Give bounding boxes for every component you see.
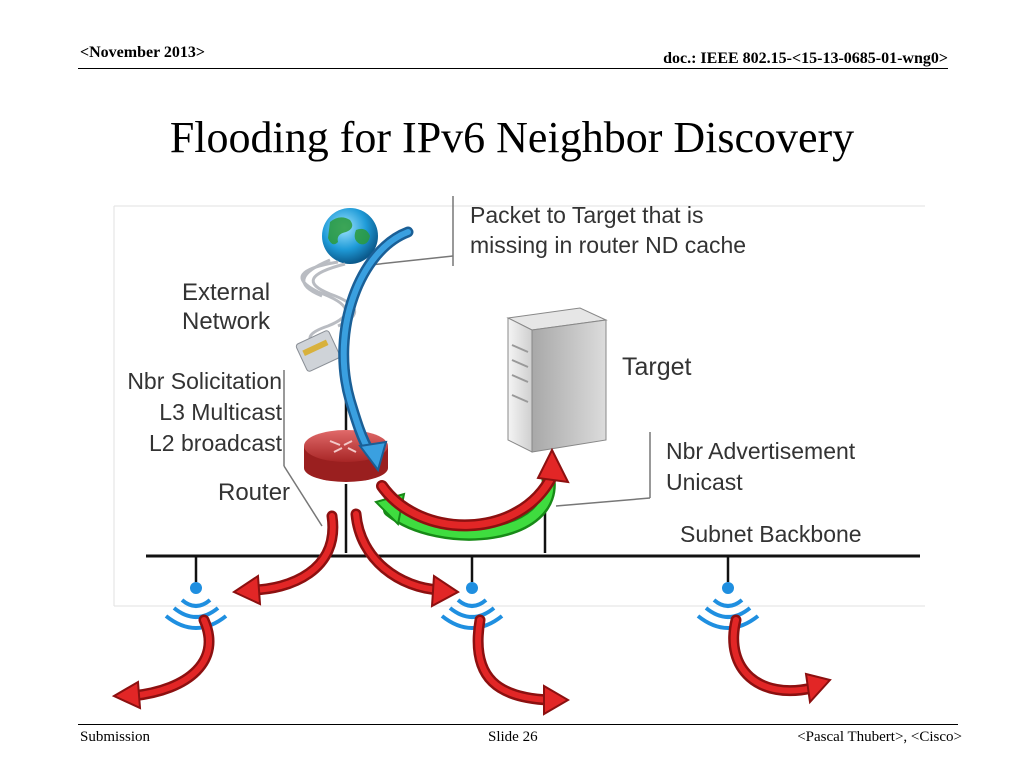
incoming-packet-arrow [338, 226, 414, 473]
nbr-sol-label-3: L2 broadcast [149, 430, 283, 456]
footer-submission: Submission [80, 729, 151, 745]
nbr-sol-label-1: Nbr Solicitation [127, 368, 282, 394]
wireless-node-icon-3 [696, 582, 760, 630]
wireless-node-icon-2 [440, 582, 504, 630]
footer-slide-number: Slide 26 [488, 729, 538, 745]
flood-arrow-left [231, 510, 339, 606]
slide-title: Flooding for IPv6 Neighbor Discovery [169, 113, 855, 162]
nbr-sol-leader [283, 465, 323, 527]
packet-callout-1: Packet to Target that is [470, 202, 704, 228]
flood-arrow-node1 [111, 614, 215, 710]
nbr-adv-leader [555, 497, 651, 507]
nbr-sol-label-2: L3 Multicast [159, 399, 282, 425]
target-label: Target [622, 353, 692, 381]
router-to-target-arrow [376, 447, 570, 532]
footer-author: <Pascal Thubert>, <Cisco> [797, 729, 962, 745]
header-divider [78, 68, 948, 69]
flood-arrow-node3 [728, 614, 832, 705]
header-date: <November 2013> [80, 44, 206, 61]
header-doc-id: doc.: IEEE 802.15-<15-13-0685-01-wng0> [663, 50, 948, 67]
nbr-adv-label-1: Nbr Advertisement [666, 438, 856, 464]
external-label-1: External [182, 279, 270, 306]
subnet-backbone-label: Subnet Backbone [680, 521, 862, 547]
rj45-plug-icon [295, 330, 341, 372]
nbr-adv-label-2: Unicast [666, 469, 743, 495]
globe-icon [322, 208, 378, 264]
flood-arrow-right [350, 508, 460, 608]
packet-callout-leader [369, 255, 454, 266]
wireless-node-icon-1 [164, 582, 228, 630]
server-icon [506, 307, 608, 453]
flood-arrow-node2 [472, 614, 570, 716]
packet-callout-2: missing in router ND cache [470, 232, 746, 258]
router-label: Router [218, 479, 290, 506]
external-label-2: Network [182, 308, 271, 335]
footer-divider [78, 724, 958, 725]
